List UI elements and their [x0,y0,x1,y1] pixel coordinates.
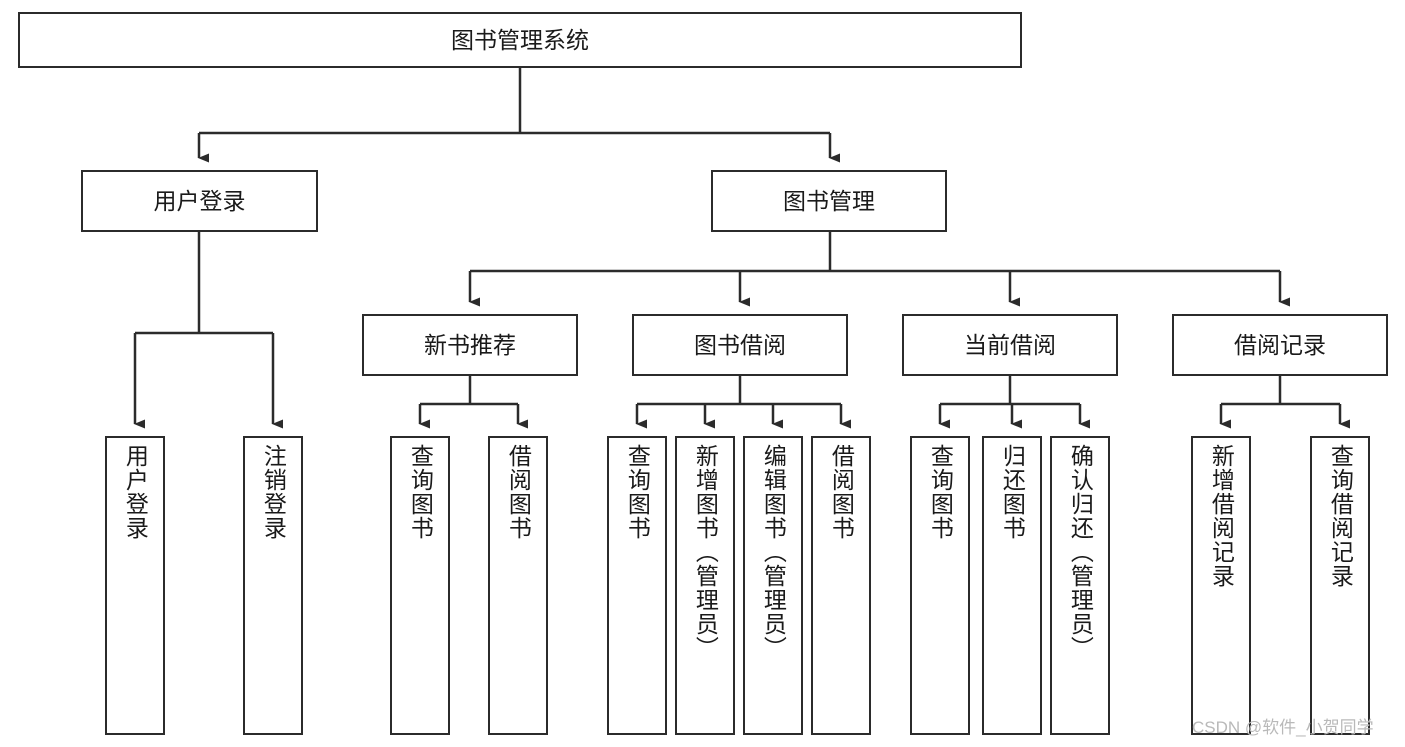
node-label: 图书管理 [783,187,875,214]
node-label: 查询图书 [927,444,954,540]
node-label: 当前借阅 [964,331,1056,358]
node-label: 注销登录 [260,444,287,540]
leaf-borrow-book-recommend[interactable]: 借阅图书 [488,436,548,735]
node-root-system[interactable]: 图书管理系统 [18,12,1022,68]
node-book-management[interactable]: 图书管理 [711,170,947,232]
edge-group-new-book [418,376,528,429]
node-label: 查询图书 [624,444,651,540]
node-current-borrow[interactable]: 当前借阅 [902,314,1118,376]
node-borrow-records[interactable]: 借阅记录 [1172,314,1388,376]
edge-group-root [197,68,840,163]
edge-group-borrow [635,376,851,429]
node-label: 确认归还（管理员） [1067,444,1094,660]
node-label: 图书管理系统 [451,26,589,53]
leaf-query-borrow-record[interactable]: 查询借阅记录 [1310,436,1370,735]
node-label: 新书推荐 [424,331,516,358]
node-label: 编辑图书（管理员） [760,444,787,660]
node-label: 查询借阅记录 [1327,444,1354,588]
leaf-borrow-book[interactable]: 借阅图书 [811,436,871,735]
leaf-edit-book-admin[interactable]: 编辑图书（管理员） [743,436,803,735]
node-label: 借阅记录 [1234,331,1326,358]
edge-group-current-borrow [938,376,1090,429]
node-label: 用户登录 [122,444,149,540]
leaf-query-book-current[interactable]: 查询图书 [910,436,970,735]
leaf-query-book-borrow[interactable]: 查询图书 [607,436,667,735]
node-label: 新增借阅记录 [1208,444,1235,588]
edge-group-book-manage [468,232,1290,307]
leaf-add-book-admin[interactable]: 新增图书（管理员） [675,436,735,735]
csdn-watermark: CSDN @软件_小贺同学 [1192,718,1374,737]
leaf-confirm-return-admin[interactable]: 确认归还（管理员） [1050,436,1110,735]
node-label: 查询图书 [407,444,434,540]
leaf-logout[interactable]: 注销登录 [243,436,303,735]
leaf-add-borrow-record[interactable]: 新增借阅记录 [1191,436,1251,735]
edge-group-user-login [133,232,283,429]
leaf-user-login[interactable]: 用户登录 [105,436,165,735]
node-new-book-recommend[interactable]: 新书推荐 [362,314,578,376]
node-label: 新增图书（管理员） [692,444,719,660]
node-label: 图书借阅 [694,331,786,358]
node-user-login[interactable]: 用户登录 [81,170,318,232]
node-label: 归还图书 [999,444,1026,540]
leaf-query-book-recommend[interactable]: 查询图书 [390,436,450,735]
edge-group-records [1219,376,1350,429]
node-book-borrow[interactable]: 图书借阅 [632,314,848,376]
node-label: 用户登录 [153,187,246,214]
node-label: 借阅图书 [505,444,532,540]
leaf-return-book[interactable]: 归还图书 [982,436,1042,735]
node-label: 借阅图书 [828,444,855,540]
